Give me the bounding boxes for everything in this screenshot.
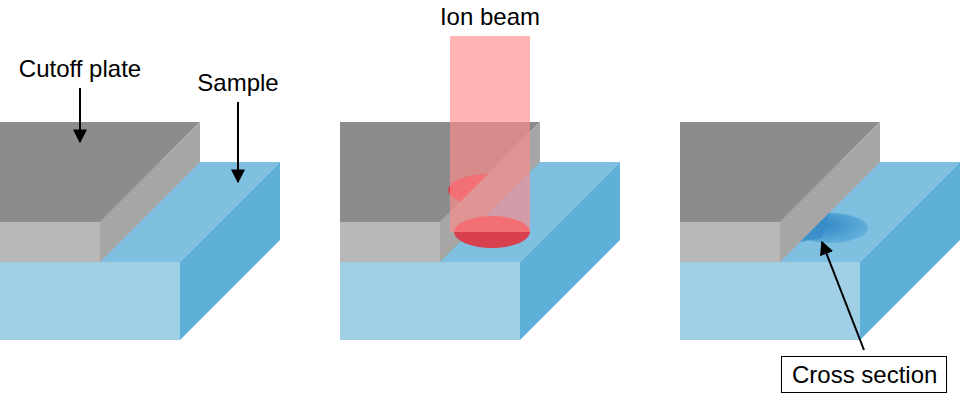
cross-section-face — [800, 212, 830, 242]
part-label: Cutoff plate — [19, 56, 141, 82]
ion-beam — [450, 36, 530, 232]
callout-box: Cross section — [781, 356, 947, 393]
sample-front — [340, 262, 520, 340]
leader-line — [237, 102, 239, 182]
plate-front — [0, 222, 100, 262]
sample-side — [180, 162, 280, 340]
sample-side — [860, 162, 960, 340]
leader-line — [822, 242, 864, 350]
part-label: Sample — [197, 70, 278, 96]
part-label: Ion beam — [440, 4, 540, 30]
sample-side — [520, 162, 620, 340]
plate-front — [680, 222, 780, 262]
panel-3 — [680, 122, 960, 340]
sample-front — [0, 262, 180, 340]
sample-front — [680, 262, 860, 340]
plate-side — [780, 122, 880, 262]
plate-side — [100, 122, 200, 262]
leader-line — [79, 88, 81, 142]
panel-2 — [340, 36, 620, 340]
plate-front — [340, 222, 440, 262]
callout-text: Cross section — [792, 362, 936, 388]
